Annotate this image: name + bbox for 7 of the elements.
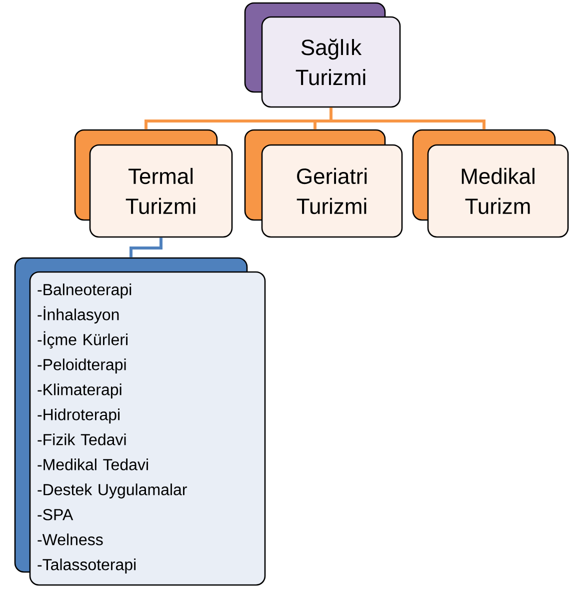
process-box: Termal Turizmi — [74, 129, 233, 238]
connector — [330, 108, 486, 130]
process-box: -Balneoterapi -İnhalasyon -İçme Kürleri -Peloidterapi -Klimaterapi -Hidroterapi -Fizik Tedavi -Medikal Tedavi -Destek Uygulamalar -SPA -Welness -Talassoterapi — [14, 257, 266, 586]
process-box: Medikal Turizm — [412, 129, 569, 238]
process-box: Geriatri Turizmi — [244, 129, 403, 238]
process-box: Sağlık Turizmi — [244, 2, 401, 108]
connector — [130, 238, 162, 258]
